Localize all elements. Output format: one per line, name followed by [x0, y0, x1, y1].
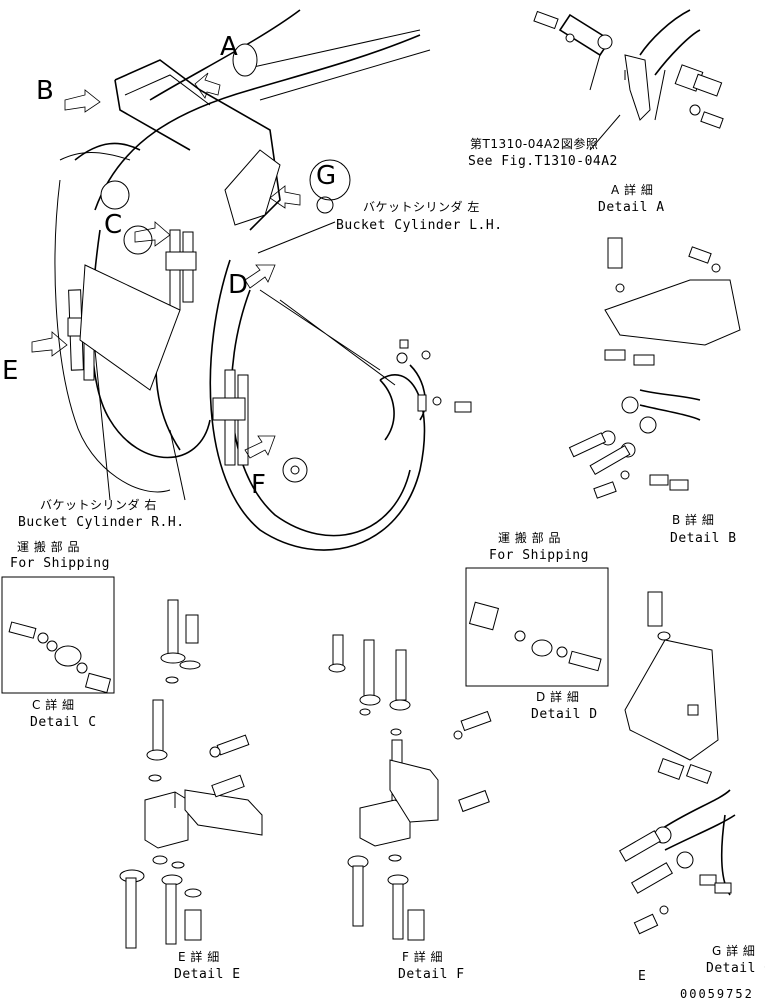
detail-e-jp: E 詳 細: [178, 950, 220, 964]
bucket-cyl-rh-jp: バケットシリンダ 右: [40, 498, 157, 512]
callout-e: E: [2, 356, 19, 386]
detail-f-jp: F 詳 細: [402, 950, 444, 964]
shipping-c-en: For Shipping: [10, 556, 110, 571]
shipping-d-en: For Shipping: [489, 548, 589, 563]
detail-a-jp: A 詳 細: [611, 183, 654, 197]
shipping-c-jp: 運 搬 部 品: [17, 540, 80, 554]
detail-c-drawing: [1, 576, 115, 694]
main-assembly: [31, 9, 472, 551]
detail-b-jp: B 詳 細: [672, 513, 715, 527]
detail-b-en: Detail B: [670, 531, 737, 546]
callout-b: B: [36, 76, 55, 106]
detail-a-drawing: [533, 9, 724, 151]
reference-en: See Fig.T1310-04A2: [468, 154, 618, 169]
bucket-cyl-lh-en: Bucket Cylinder L.H.: [336, 218, 503, 233]
callout-g: G: [316, 161, 337, 191]
stray-letter: E: [638, 969, 647, 984]
detail-d-jp: D 詳 細: [536, 690, 580, 704]
detail-d-drawing: [465, 567, 609, 687]
detail-d-en: Detail D: [531, 707, 598, 722]
detail-g-en: Detail G: [706, 961, 765, 976]
bucket-cyl-lh-jp: バケットシリンダ 左: [363, 200, 480, 214]
shipping-d-jp: 運 搬 部 品: [498, 531, 561, 545]
detail-c-jp: C 詳 細: [32, 698, 75, 712]
detail-g-jp: G 詳 細: [712, 944, 756, 958]
detail-f-drawing: [328, 634, 492, 941]
reference-jp: 第T1310-04A2図参照: [470, 137, 599, 151]
detail-f-en: Detail F: [398, 967, 465, 982]
detail-c-en: Detail C: [30, 715, 97, 730]
callout-c: C: [104, 210, 123, 240]
bucket-cyl-rh-en: Bucket Cylinder R.H.: [18, 515, 185, 530]
callout-a: A: [220, 32, 239, 62]
detail-a-en: Detail A: [598, 200, 665, 215]
callout-d: D: [228, 270, 249, 300]
callout-f: F: [251, 470, 267, 500]
drawing-number: 00059752: [680, 987, 754, 1001]
detail-g-drawing: [618, 591, 736, 935]
detail-e-drawing: [119, 599, 263, 949]
detail-e-en: Detail E: [174, 967, 241, 982]
detail-b-drawing: [568, 237, 741, 499]
